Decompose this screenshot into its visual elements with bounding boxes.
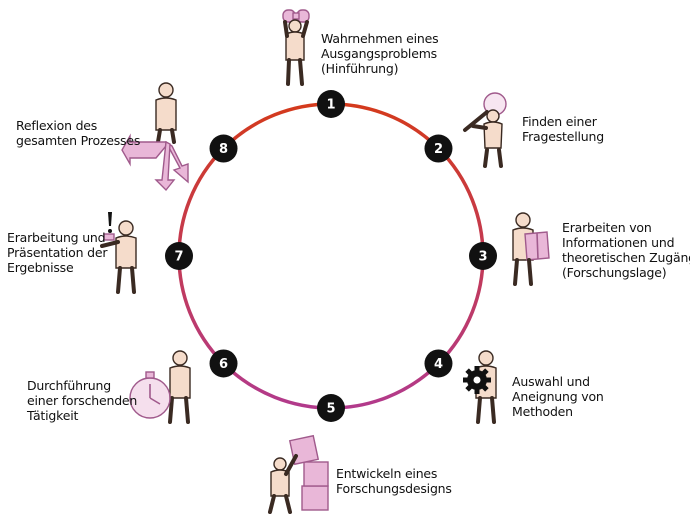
step-7-line: Präsentation der [7, 245, 108, 260]
step-2-line: Fragestellung [522, 129, 604, 144]
step-badge-circle [317, 394, 345, 422]
step-4-line: Auswahl und [512, 374, 590, 389]
step-8-line: gesamten Prozesses [16, 133, 141, 148]
step-3-line: Informationen und [562, 235, 675, 250]
step-2-label: Finden einer Fragestellung [522, 114, 604, 144]
step-1-label: Wahrnehmen eines Ausgangsproblems (Hinfü… [321, 31, 439, 76]
step-4-label: Auswahl und Aneignung von Methoden [512, 374, 604, 419]
step-3-line: Erarbeiten von [562, 220, 652, 235]
step-8-label: Reflexion des gesamten Prozesses [16, 118, 140, 148]
step-1-badge: 1 [317, 90, 345, 118]
gear-figure-icon [463, 350, 497, 424]
presenting-figure-icon [100, 212, 137, 294]
step-badge-circle [424, 349, 453, 378]
step-3-line: (Forschungslage) [562, 265, 667, 280]
step-5-line: Entwickeln eines [336, 466, 438, 481]
step-badge-circle [469, 242, 497, 270]
step-badge-circle [424, 134, 453, 163]
step-6-badge: 6 [209, 349, 238, 378]
step-5-badge: 5 [317, 394, 345, 422]
step-badge-circle [209, 349, 238, 378]
step-4-line: Aneignung von [512, 389, 604, 404]
step-3-line: theoretischen Zugängen [562, 250, 690, 265]
step-4-line: Methoden [512, 404, 573, 419]
step-7-label: Erarbeitung und Präsentation der Ergebni… [7, 230, 107, 275]
stopwatch-figure-icon [129, 350, 191, 424]
step-8-badge: 8 [209, 134, 238, 163]
arrows-figure-icon [121, 82, 189, 192]
step-3-label: Erarbeiten von Informationen und theoret… [562, 220, 690, 280]
step-5-line: Forschungsdesigns [336, 481, 452, 496]
step-2-badge: 2 [424, 134, 453, 163]
binoculars-figure-icon [282, 9, 310, 86]
stacking-boxes-figure-icon [268, 434, 329, 514]
step-badge-circle [209, 134, 238, 163]
step-5-label: Entwickeln eines Forschungsdesigns [336, 466, 452, 496]
step-number: 1 [326, 98, 335, 113]
step-2-line: Finden einer [522, 114, 597, 129]
step-6-line: einer forschenden [27, 393, 138, 408]
step-number: 2 [434, 142, 443, 157]
step-badge-circle [317, 90, 345, 118]
step-6-line: Durchführung [27, 378, 111, 393]
step-7-badge: 7 [165, 242, 193, 270]
step-1-line: (Hinführung) [321, 61, 399, 76]
step-7-line: Erarbeitung und [7, 230, 106, 245]
step-6-line: Tätigkeit [27, 408, 79, 423]
step-badge-circle [165, 242, 193, 270]
step-6-label: Durchführung einer forschenden Tätigkeit [27, 378, 137, 423]
reading-book-figure-icon [512, 212, 550, 286]
magnifier-figure-icon [463, 92, 507, 168]
step-number: 4 [434, 357, 443, 372]
step-number: 5 [326, 402, 335, 417]
step-number: 6 [219, 357, 228, 372]
step-4-badge: 4 [424, 349, 453, 378]
step-1-line: Wahrnehmen eines [321, 31, 439, 46]
step-1-line: Ausgangsproblems [321, 46, 437, 61]
step-number: 8 [219, 142, 228, 157]
step-3-badge: 3 [469, 242, 497, 270]
step-7-line: Ergebnisse [7, 260, 74, 275]
step-number: 7 [174, 250, 183, 265]
step-number: 3 [478, 250, 487, 265]
step-8-line: Reflexion des [16, 118, 98, 133]
